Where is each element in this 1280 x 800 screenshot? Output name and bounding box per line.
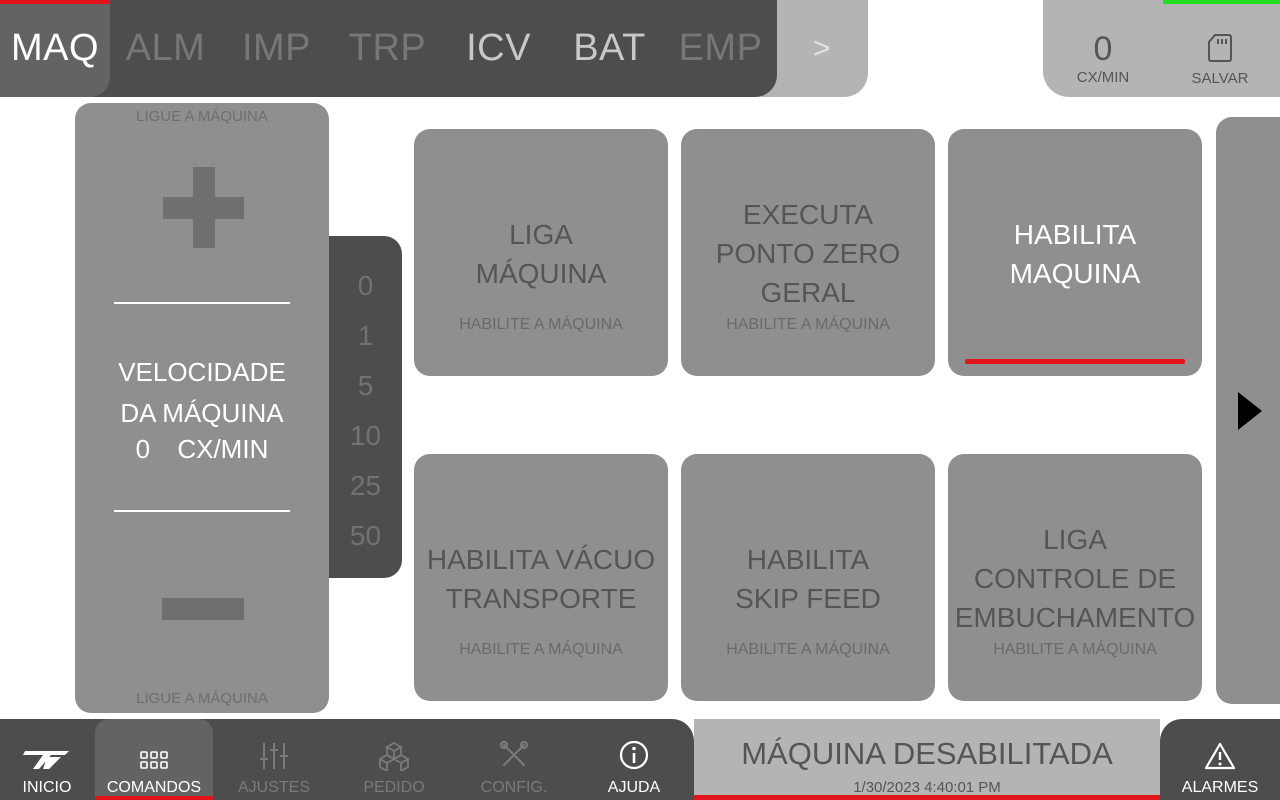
rate-value: 0	[1093, 30, 1113, 68]
nav-ajuda[interactable]: AJUDA	[574, 719, 694, 800]
speed-hint-top: LIGUE A MÁQUINA	[136, 108, 268, 125]
decrease-speed-button[interactable]	[162, 598, 244, 620]
save-button[interactable]: SALVAR	[1191, 70, 1249, 87]
alarms-button[interactable]: ALARMES	[1160, 719, 1280, 800]
connection-indicator	[1163, 0, 1280, 4]
top-nav-tabs	[0, 0, 777, 97]
tile-hint: HABILITE A MÁQUINA	[459, 316, 623, 333]
step-selector	[329, 236, 402, 578]
arrow-right-icon[interactable]	[1236, 390, 1264, 432]
speed-hint-bottom: LIGUE A MÁQUINA	[136, 690, 268, 707]
nav-ajustes[interactable]: AJUSTES	[214, 719, 334, 800]
info-icon	[619, 740, 649, 770]
sliders-icon	[260, 743, 288, 769]
tab-emp[interactable]: EMP	[678, 27, 763, 69]
plus-icon[interactable]	[193, 167, 215, 248]
machine-status-panel	[694, 719, 1160, 800]
rate-unit: CX/MIN	[1076, 69, 1130, 86]
status-indicator-bar	[694, 795, 1160, 800]
enable-skip-feed-button[interactable]	[681, 454, 935, 701]
tile-hint: HABILITE A MÁQUINA	[726, 316, 890, 333]
step-option[interactable]: 50	[349, 520, 382, 551]
tab-maq[interactable]: MAQ	[0, 0, 110, 97]
speed-title-line1: VELOCIDADE	[118, 357, 286, 387]
step-option[interactable]: 1	[357, 320, 374, 351]
sd-card-icon[interactable]	[1208, 33, 1232, 63]
step-option[interactable]: 10	[349, 420, 382, 451]
logo-icon	[23, 751, 69, 769]
tools-icon	[499, 740, 529, 767]
tile-hint: HABILITE A MÁQUINA	[459, 641, 623, 658]
nav-comandos[interactable]: COMANDOS	[95, 719, 213, 800]
machine-status-title: MÁQUINA DESABILITADA	[741, 736, 1113, 771]
step-option[interactable]: 25	[349, 470, 382, 501]
divider	[114, 510, 290, 512]
state-indicator	[965, 359, 1185, 364]
tab-icv[interactable]: ICV	[466, 27, 531, 69]
home-all-button[interactable]	[681, 129, 935, 376]
tab-alm[interactable]: ALM	[125, 27, 206, 69]
enable-machine-button[interactable]	[948, 129, 1202, 376]
speed-readout: 0 CX/MIN	[75, 434, 329, 465]
speed-title: VELOCIDADE DA MÁQUINA	[75, 352, 329, 434]
grid-icon	[140, 751, 168, 769]
tile-hint: HABILITE A MÁQUINA	[726, 641, 890, 658]
divider	[114, 302, 290, 304]
speed-value: 0	[135, 434, 151, 464]
nav-config[interactable]: CONFIG.	[454, 719, 574, 800]
warning-icon	[1204, 742, 1236, 770]
tab-bat[interactable]: BAT	[573, 27, 646, 69]
nav-pedido[interactable]: PEDIDO	[334, 719, 454, 800]
step-option[interactable]: 0	[357, 270, 374, 301]
tab-trp[interactable]: TRP	[348, 27, 427, 69]
step-option[interactable]: 5	[357, 370, 374, 401]
nav-inicio[interactable]: INICIO	[0, 719, 94, 800]
tab-imp[interactable]: IMP	[241, 27, 312, 69]
status-timestamp: 1/30/2023 4:40:01 PM	[853, 779, 1001, 796]
speed-title-line2: DA MÁQUINA	[120, 398, 284, 428]
boxes-icon	[378, 741, 410, 771]
tab-more-button[interactable]: >	[812, 31, 832, 65]
start-machine-button[interactable]	[414, 129, 668, 376]
tile-hint: HABILITE A MÁQUINA	[993, 641, 1157, 658]
speed-unit: CX/MIN	[177, 434, 269, 464]
enable-vacuum-button[interactable]	[414, 454, 668, 701]
jam-control-button[interactable]	[948, 454, 1202, 701]
status-box	[1043, 0, 1280, 97]
